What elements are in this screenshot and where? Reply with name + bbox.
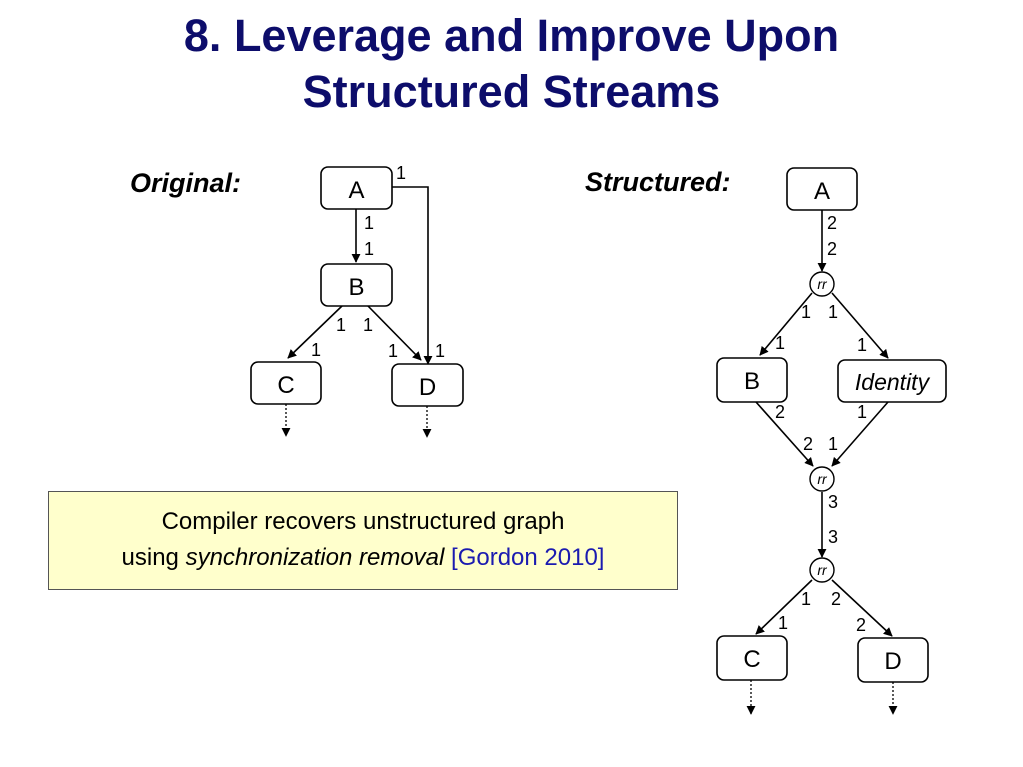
- original-node-c: C: [250, 361, 322, 405]
- original-node-a-label: A: [348, 177, 364, 204]
- edge-rr3-d: [831, 579, 893, 637]
- original-rate-b-out-left: 1: [336, 315, 346, 335]
- structured-node-b-label: B: [744, 368, 760, 395]
- structured-node-identity: Identity: [837, 359, 947, 403]
- structured-rate-rr3-out-right: 2: [831, 589, 841, 609]
- structured-rate-c-in: 1: [778, 613, 788, 633]
- edge-rr1-b: [759, 292, 813, 356]
- structured-joiner-2-label: rr: [817, 471, 828, 487]
- structured-joiner-2: rr: [809, 466, 835, 492]
- original-node-b-label: B: [348, 274, 364, 301]
- edge-identity-rr2: [831, 401, 889, 467]
- structured-rate-identity-out: 1: [857, 402, 867, 422]
- edge-b-rr2: [755, 401, 814, 467]
- slide-title: 8. Leverage and Improve Upon Structured …: [0, 8, 1023, 120]
- structured-rate-rr2-out: 3: [828, 492, 838, 512]
- note-line-1: Compiler recovers unstructured graph: [161, 508, 565, 535]
- original-rate-d-in-from-a: 1: [435, 341, 445, 361]
- original-graph: A B C D 1 1 1 1 1 1 1 1: [250, 163, 464, 438]
- original-rate-a-out: 1: [364, 213, 374, 233]
- note-line-2: using synchronization removal [Gordon 20…: [49, 540, 677, 576]
- original-node-c-label: C: [277, 372, 294, 399]
- structured-rate-b-in: 1: [775, 333, 785, 353]
- structured-node-d: D: [857, 637, 929, 683]
- callout-note: Compiler recovers unstructured graph usi…: [48, 491, 678, 590]
- structured-rate-rr2-in-right: 1: [828, 434, 838, 454]
- structured-node-a-label: A: [814, 178, 830, 205]
- edge-b-d: [367, 305, 422, 361]
- structured-rate-rr3-in: 3: [828, 527, 838, 547]
- structured-node-d-label: D: [884, 648, 901, 675]
- structured-joiner-1: rr: [809, 271, 835, 297]
- structured-rate-rr1-in: 2: [827, 239, 837, 259]
- structured-rate-rr1-out-left: 1: [801, 302, 811, 322]
- structured-rate-b-out: 2: [775, 402, 785, 422]
- original-rate-d-in-from-b: 1: [388, 341, 398, 361]
- structured-rate-d-in: 2: [856, 615, 866, 635]
- structured-rate-identity-in: 1: [857, 335, 867, 355]
- structured-rate-rr2-in-left: 2: [803, 434, 813, 454]
- structured-label: Structured:: [585, 167, 731, 197]
- original-rate-c-in: 1: [311, 340, 321, 360]
- structured-rate-rr3-out-left: 1: [801, 589, 811, 609]
- original-node-a: A: [320, 166, 393, 210]
- original-rate-a-bypass: 1: [396, 163, 406, 183]
- original-label: Original:: [130, 168, 242, 198]
- structured-node-c: C: [716, 635, 788, 681]
- structured-joiner-3-label: rr: [817, 562, 828, 578]
- structured-joiner-1-label: rr: [817, 276, 828, 292]
- structured-node-identity-label: Identity: [855, 369, 931, 395]
- edge-b-c: [287, 305, 343, 359]
- note-emphasis: synchronization removal: [185, 544, 445, 571]
- note-citation: [Gordon 2010]: [451, 544, 605, 571]
- original-node-d: D: [391, 363, 464, 407]
- title-line-1: 8. Leverage and Improve Upon: [183, 10, 840, 61]
- structured-node-c-label: C: [743, 646, 760, 673]
- original-node-b: B: [320, 263, 393, 307]
- note-line-2-prefix: using: [121, 544, 186, 571]
- title-line-2: Structured Streams: [302, 66, 721, 117]
- structured-graph: A B Identity C D rr rr rr: [716, 167, 947, 715]
- edge-rr3-c: [755, 579, 813, 635]
- structured-joiner-3: rr: [809, 557, 835, 583]
- structured-node-b: B: [716, 357, 788, 403]
- edge-rr1-identity: [831, 292, 889, 359]
- structured-rate-a-out: 2: [827, 213, 837, 233]
- original-rate-b-in: 1: [364, 239, 374, 259]
- original-node-d-label: D: [419, 374, 436, 401]
- original-rate-b-out-right: 1: [363, 315, 373, 335]
- structured-rate-rr1-out-right: 1: [828, 302, 838, 322]
- edge-a-d-bypass: [392, 186, 433, 365]
- structured-node-a: A: [786, 167, 858, 211]
